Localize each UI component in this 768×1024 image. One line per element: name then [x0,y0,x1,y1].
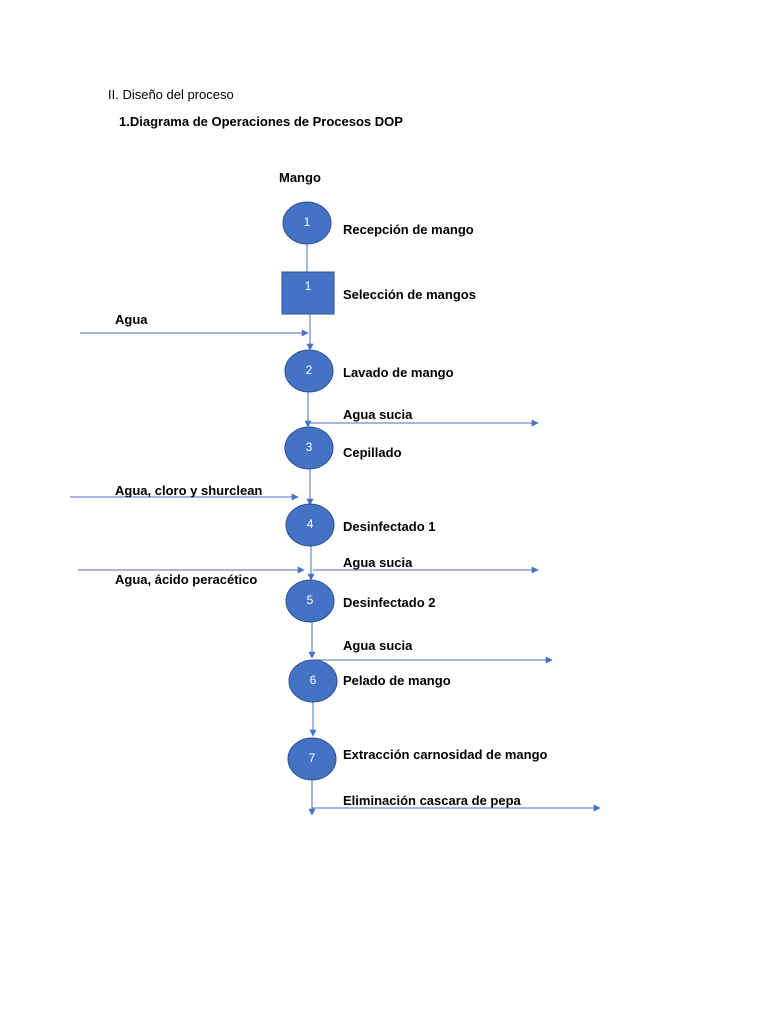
operation-6-node: 6 [288,659,338,703]
input-label-agua: Agua [115,312,148,327]
node-number: 2 [306,363,313,377]
operation-4-node: 4 [285,503,335,547]
node-number: 6 [310,673,317,687]
start-material-label: Mango [279,170,321,185]
node-label-pelado: Pelado de mango [343,673,451,688]
node-label-lavado: Lavado de mango [343,365,454,380]
operation-5-node: 5 [285,579,335,623]
input-label-agua-cloro: Agua, cloro y shurclean [115,483,263,498]
output-label-eliminacion: Eliminación cascara de pepa [343,793,521,808]
output-label-agua-sucia-2: Agua sucia [343,555,413,570]
node-number: 1 [305,279,312,293]
node-number: 4 [307,517,314,531]
node-label-seleccion: Selección de mangos [343,287,476,302]
node-label-recepcion: Recepción de mango [343,222,474,237]
inspection-1-node: 1 [281,271,335,315]
operation-1-node: 1 [282,201,332,245]
node-number: 7 [309,751,316,765]
node-label-desinfectado-2: Desinfectado 2 [343,595,436,610]
section-heading: II. Diseño del proceso [108,87,234,102]
node-label-cepillado: Cepillado [343,445,402,460]
output-label-agua-sucia-3: Agua sucia [343,638,413,653]
operation-7-node: 7 [287,737,337,781]
node-number: 3 [306,440,313,454]
node-label-extraccion: Extracción carnosidad de mango [343,747,548,762]
operation-2-node: 2 [284,349,334,393]
input-label-agua-acido: Agua, ácido peracético [115,572,258,587]
output-label-agua-sucia-1: Agua sucia [343,407,413,422]
operation-3-node: 3 [284,426,334,470]
diagram-title: 1.Diagrama de Operaciones de Procesos DO… [119,114,403,129]
node-number: 1 [304,215,311,229]
node-number: 5 [307,593,314,607]
node-label-desinfectado-1: Desinfectado 1 [343,519,436,534]
